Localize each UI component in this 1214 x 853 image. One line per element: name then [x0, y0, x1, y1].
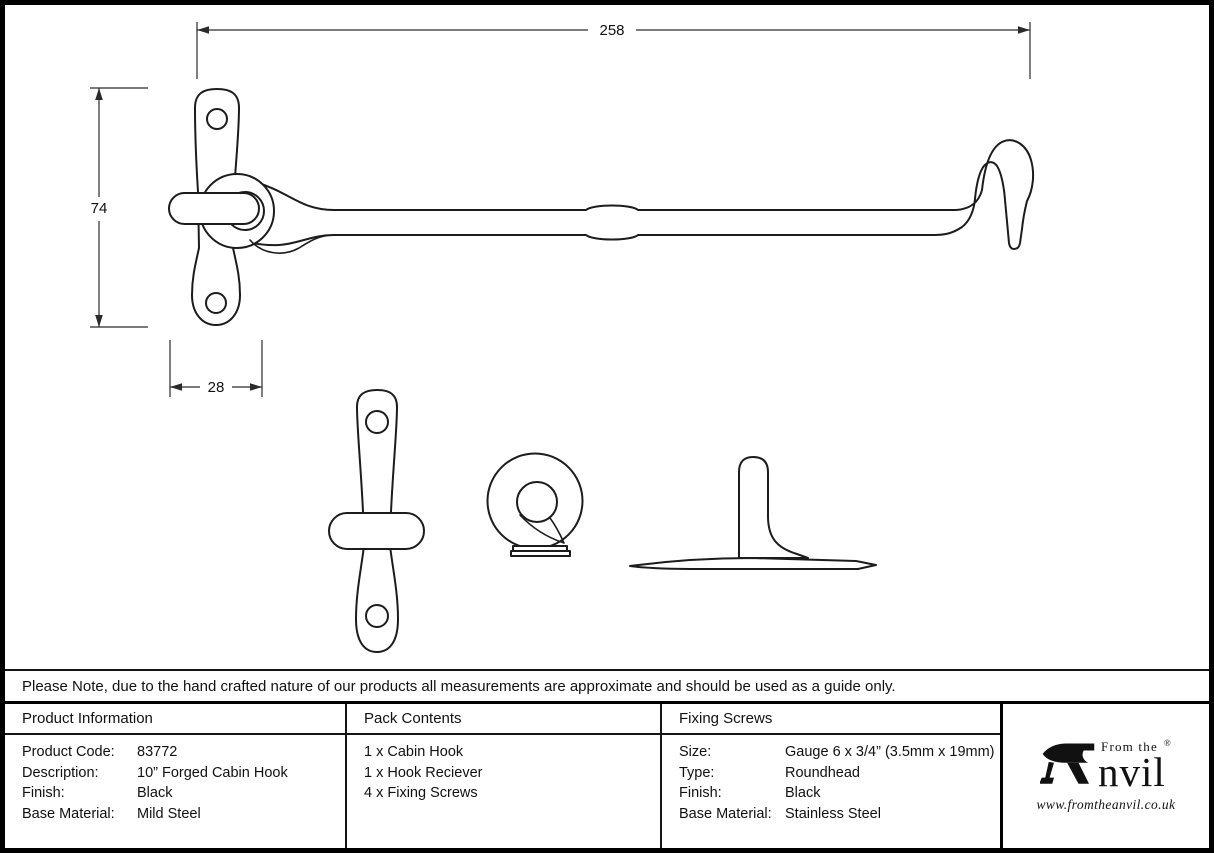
- pack-contents-header: Pack Contents: [347, 704, 660, 735]
- logo-main: From the ® nvil: [1040, 737, 1172, 795]
- dimension-width: 28: [169, 340, 263, 397]
- screw-hole-top: [206, 108, 228, 130]
- arrow-left-icon: [170, 383, 182, 391]
- arrow-right-icon: [1018, 26, 1030, 34]
- row-label: Base Material:: [22, 805, 115, 822]
- eye-loop-front-view: [486, 452, 584, 557]
- toggle-bar: [168, 192, 260, 225]
- receiver-baseplate-side: [629, 557, 877, 570]
- table-row: Finish: Black: [679, 783, 1000, 804]
- receiver-plate-front-view: [328, 389, 425, 653]
- product-information-body: Product Code: 83772 Description: 10” For…: [5, 735, 345, 824]
- logo-brand-text: nvil: [1098, 748, 1166, 795]
- logo-words: From the ® nvil: [1098, 737, 1172, 795]
- row-label: Finish:: [22, 785, 65, 802]
- logo-url: www.fromtheanvil.co.uk: [1036, 797, 1176, 813]
- hook-arm: [247, 139, 1035, 250]
- receiver-hole-top: [365, 410, 389, 434]
- registered-mark: ®: [1163, 737, 1172, 748]
- fixing-screws-body: Size: Gauge 6 x 3/4” (3.5mm x 19mm) Type…: [662, 735, 1000, 824]
- receiver-toggle-bar: [328, 512, 425, 550]
- table-row: Size: Gauge 6 x 3/4” (3.5mm x 19mm): [679, 742, 1000, 763]
- list-item: 4 x Fixing Screws: [364, 785, 478, 802]
- measurement-note-row: Please Note, due to the hand crafted nat…: [5, 669, 1209, 701]
- table-row: Base Material: Stainless Steel: [679, 804, 1000, 825]
- row-value: Black: [137, 785, 173, 802]
- dimension-length: 258: [196, 22, 1031, 79]
- arrow-down-icon: [95, 315, 103, 327]
- eye-wire-overlap: [519, 514, 565, 544]
- measurement-note-text: Please Note, due to the hand crafted nat…: [22, 677, 896, 695]
- row-label: Size:: [679, 744, 712, 760]
- fixing-screws-header: Fixing Screws: [662, 704, 1000, 735]
- row-label: Base Material:: [679, 805, 772, 822]
- dimension-height: 74: [90, 87, 148, 328]
- table-row: Product Code: 83772: [22, 742, 345, 763]
- pack-contents-column: Pack Contents 1 x Cabin Hook 1 x Hook Re…: [347, 704, 662, 848]
- receiver-side-view: [629, 456, 877, 570]
- row-label: Description:: [22, 764, 99, 781]
- arrow-left-icon: [197, 26, 209, 34]
- technical-drawing-area: 258 74 28: [5, 5, 1209, 669]
- logo-prefix: From the ®: [1098, 737, 1172, 755]
- list-item: 1 x Hook Reciever: [364, 764, 483, 781]
- row-label: Product Code:: [22, 744, 115, 760]
- cabin-hook-technical-drawing: 258 74 28: [90, 22, 1035, 653]
- row-value: Mild Steel: [137, 805, 201, 822]
- cabin-hook-assembly: [168, 88, 1035, 326]
- row-label: Finish:: [679, 785, 722, 802]
- table-row: Type: Roundhead: [679, 763, 1000, 784]
- screw-hole-bottom: [205, 292, 227, 314]
- fixing-screws-column: Fixing Screws Size: Gauge 6 x 3/4” (3.5m…: [662, 704, 1003, 848]
- receiver-hole-bottom: [365, 604, 389, 628]
- logo-prefix-text: From the: [1101, 738, 1158, 754]
- table-row: Description: 10” Forged Cabin Hook: [22, 763, 345, 784]
- receiver-post-side: [738, 456, 809, 559]
- row-value: 10” Forged Cabin Hook: [137, 764, 288, 781]
- row-value: Black: [785, 785, 821, 802]
- eye-base-bottom: [510, 550, 571, 557]
- brand-logo-cell: From the ® nvil www.fromtheanvil.co.uk: [1003, 704, 1209, 848]
- table-row: Finish: Black: [22, 783, 345, 804]
- arrow-right-icon: [250, 383, 262, 391]
- pack-contents-body: 1 x Cabin Hook 1 x Hook Reciever 4 x Fix…: [347, 735, 660, 804]
- spec-table: Product Information Product Code: 83772 …: [5, 701, 1209, 848]
- from-the-anvil-logo: From the ® nvil www.fromtheanvil.co.uk: [1036, 737, 1176, 813]
- arrow-up-icon: [95, 88, 103, 100]
- row-label: Type:: [679, 764, 715, 781]
- row-value: 83772: [137, 744, 178, 760]
- product-information-header: Product Information: [5, 704, 345, 735]
- table-row: Base Material: Mild Steel: [22, 804, 345, 825]
- dimension-height-label: 74: [91, 200, 108, 217]
- product-information-column: Product Information Product Code: 83772 …: [5, 704, 347, 848]
- anvil-icon: [1040, 743, 1095, 784]
- list-item: 1 x Cabin Hook: [364, 744, 464, 760]
- eye-opening: [516, 481, 558, 523]
- dimension-width-label: 28: [208, 379, 225, 396]
- row-value: Gauge 6 x 3/4” (3.5mm x 19mm): [785, 744, 995, 760]
- hook-eye-front-arc: [249, 234, 333, 254]
- row-value: Roundhead: [785, 764, 860, 781]
- dimension-length-label: 258: [599, 22, 624, 39]
- row-value: Stainless Steel: [785, 805, 881, 822]
